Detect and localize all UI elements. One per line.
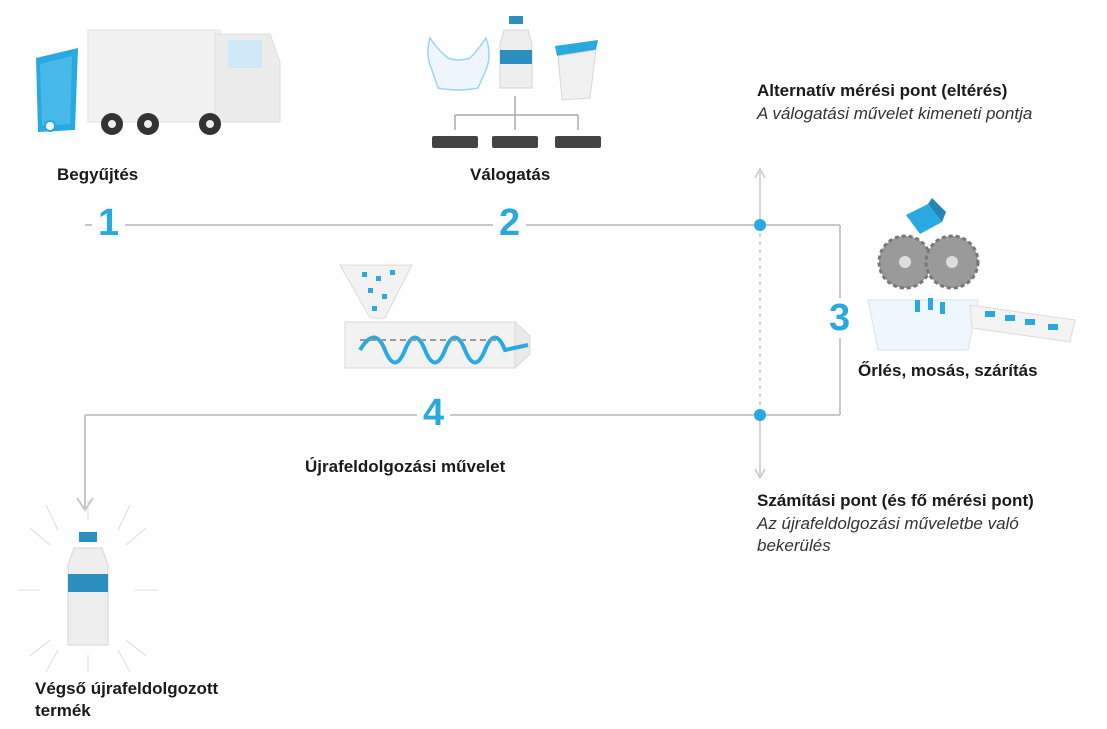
step-number-4: 4 [417,393,451,433]
shredder-icon [867,198,1076,351]
step-number-2: 2 [493,203,527,243]
step-number-1: 1 [92,203,126,243]
calculation-point-dot [754,409,766,421]
calculation-point-subtitle: Az újrafeldolgozási műveletbe való beker… [757,514,1019,555]
flow-lines [76,224,841,512]
garbage-truck-icon [36,29,281,135]
calculation-point-title: Számítási pont (és fő mérési pont) [757,491,1034,510]
alternative-point-subtitle: A válogatási művelet kimeneti pontja [757,104,1033,123]
measurement-lines [754,167,766,480]
sorting-icon [427,16,601,148]
step-label-sorting: Válogatás [470,165,551,184]
final-product-label: Végső újrafeldolgozott termék [35,679,219,720]
step-label-shredding: Őrlés, mosás, szárítás [858,361,1038,380]
step-label-recycling-operation: Újrafeldolgozási művelet [305,457,506,476]
step-number-3: 3 [823,298,857,338]
alternative-point-dot [754,219,766,231]
alternative-point-title: Alternatív mérési pont (eltérés) [757,81,1008,100]
step-label-collection: Begyűjtés [57,165,139,184]
extruder-icon [339,264,531,370]
bottle-icon [18,500,158,673]
